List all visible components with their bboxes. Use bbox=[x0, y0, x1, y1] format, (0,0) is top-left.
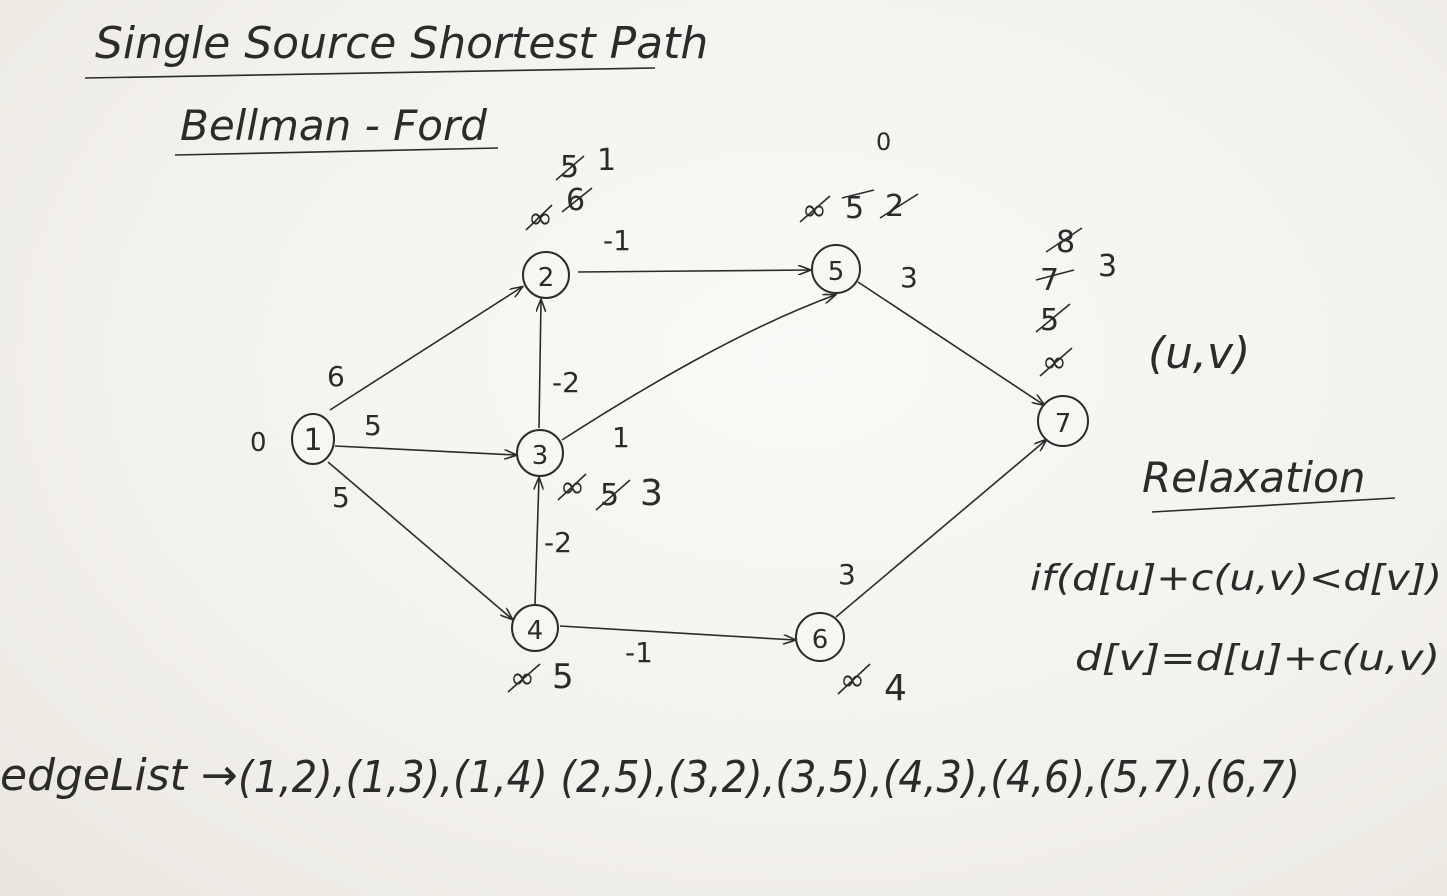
edge-list: edgeList → (1,2),(1,3),(1,4) (2,5),(3,2)… bbox=[0, 750, 1300, 803]
weight-4-6: -1 bbox=[625, 636, 653, 669]
strike-mark bbox=[555, 155, 585, 181]
relaxation-block: Relaxation if(d[u]+c(u,v)<d[v]) d[v]=d[u… bbox=[1030, 453, 1442, 679]
weight-1-2: 6 bbox=[327, 360, 345, 393]
edge-weights: 6 5 5 -1 -2 1 -2 -1 3 3 bbox=[327, 224, 918, 669]
edge-4-6 bbox=[559, 625, 795, 640]
nodes-group: 1 2 3 4 5 6 7 bbox=[291, 244, 1089, 662]
node-5 bbox=[811, 244, 861, 294]
dist-node-3-struck-5: 5 bbox=[600, 478, 619, 513]
node-3-label: 3 bbox=[532, 441, 549, 471]
node-7 bbox=[1037, 395, 1089, 447]
weight-5-7: 3 bbox=[900, 261, 918, 294]
edge-4-3 bbox=[535, 478, 539, 605]
edge-2-5 bbox=[577, 270, 810, 272]
weight-6-7: 3 bbox=[838, 558, 856, 591]
strike-mark bbox=[1035, 303, 1071, 333]
node-2-label: 2 bbox=[538, 263, 555, 293]
node-2 bbox=[522, 251, 570, 299]
node-1-label: 1 bbox=[303, 423, 322, 458]
strike-mark bbox=[837, 663, 871, 695]
weight-4-3: -2 bbox=[544, 526, 572, 559]
strike-mark bbox=[879, 193, 919, 219]
node-6 bbox=[795, 612, 845, 662]
node-6-label: 6 bbox=[812, 625, 829, 655]
subtitle-underline bbox=[174, 147, 499, 156]
strike-mark bbox=[1039, 347, 1073, 377]
dist-node-2-final: 1 bbox=[597, 143, 616, 178]
dist-node-5-struck-2: 2 bbox=[885, 189, 904, 224]
strike-mark bbox=[507, 663, 541, 693]
node-3 bbox=[516, 429, 564, 477]
strike-mark bbox=[799, 195, 831, 223]
edge-6-7 bbox=[835, 440, 1046, 618]
dist-node-3-final: 3 bbox=[640, 473, 663, 514]
edge-1-4 bbox=[327, 461, 512, 619]
distance-annotations: 0 ∞ 6 5 1 ∞ 5 3 ∞ 5 0 ∞ 5 2 ∞ 4 8 3 7 bbox=[250, 128, 1117, 709]
dist-node-5-struck-inf: ∞ bbox=[802, 193, 827, 228]
relaxation-condition: if(d[u]+c(u,v)<d[v]) bbox=[1030, 558, 1442, 599]
dist-node-7-struck-8a: 8 bbox=[1056, 225, 1075, 260]
dist-node-5-final: 0 bbox=[876, 128, 891, 156]
edges-group bbox=[327, 270, 1046, 640]
weight-3-5: 1 bbox=[612, 421, 630, 454]
dist-node-4-final: 5 bbox=[552, 657, 574, 697]
strike-mark bbox=[1035, 269, 1075, 281]
edge-list-label: edgeList → bbox=[0, 750, 238, 801]
node-4-label: 4 bbox=[527, 616, 544, 646]
title-underline bbox=[84, 67, 656, 79]
node-1 bbox=[291, 413, 335, 465]
dist-node-2-struck-inf: ∞ bbox=[528, 201, 553, 236]
dist-node-6-final: 4 bbox=[884, 668, 907, 709]
edge-5-7 bbox=[857, 281, 1044, 405]
weight-3-2: -2 bbox=[552, 366, 580, 399]
dist-node-7-final: 3 bbox=[1098, 249, 1117, 284]
node-5-label: 5 bbox=[828, 257, 845, 287]
weight-2-5: -1 bbox=[603, 224, 631, 257]
dist-node-5-struck-5: 5 bbox=[845, 191, 864, 226]
weight-1-4: 5 bbox=[332, 481, 350, 514]
page-title: Single Source Shortest Path bbox=[95, 18, 708, 69]
strike-mark bbox=[1045, 227, 1083, 253]
edge-3-2 bbox=[539, 300, 541, 429]
dist-node-1: 0 bbox=[250, 428, 267, 458]
strike-mark bbox=[561, 187, 593, 213]
strike-mark bbox=[595, 479, 631, 511]
relaxation-heading: Relaxation bbox=[1142, 453, 1365, 502]
edge-list-items: (1,2),(1,3),(1,4) (2,5),(3,2),(3,5),(4,3… bbox=[238, 752, 1300, 803]
relaxation-underline bbox=[1151, 497, 1396, 513]
node-4 bbox=[511, 604, 559, 652]
strike-mark bbox=[525, 204, 553, 231]
dist-node-7-struck-7: 7 bbox=[1040, 263, 1059, 298]
edge-3-5 bbox=[561, 295, 835, 441]
node-7-label: 7 bbox=[1055, 409, 1072, 439]
relaxation-update: d[v]=d[u]+c(u,v) bbox=[1075, 638, 1440, 679]
strike-mark bbox=[841, 189, 875, 199]
edge-1-2 bbox=[329, 287, 522, 411]
uv-label: (u,v) bbox=[1148, 328, 1250, 379]
strike-mark bbox=[557, 473, 587, 501]
edge-1-3 bbox=[334, 445, 516, 455]
page-subtitle: Bellman - Ford bbox=[180, 101, 487, 150]
weight-1-3: 5 bbox=[364, 409, 382, 442]
